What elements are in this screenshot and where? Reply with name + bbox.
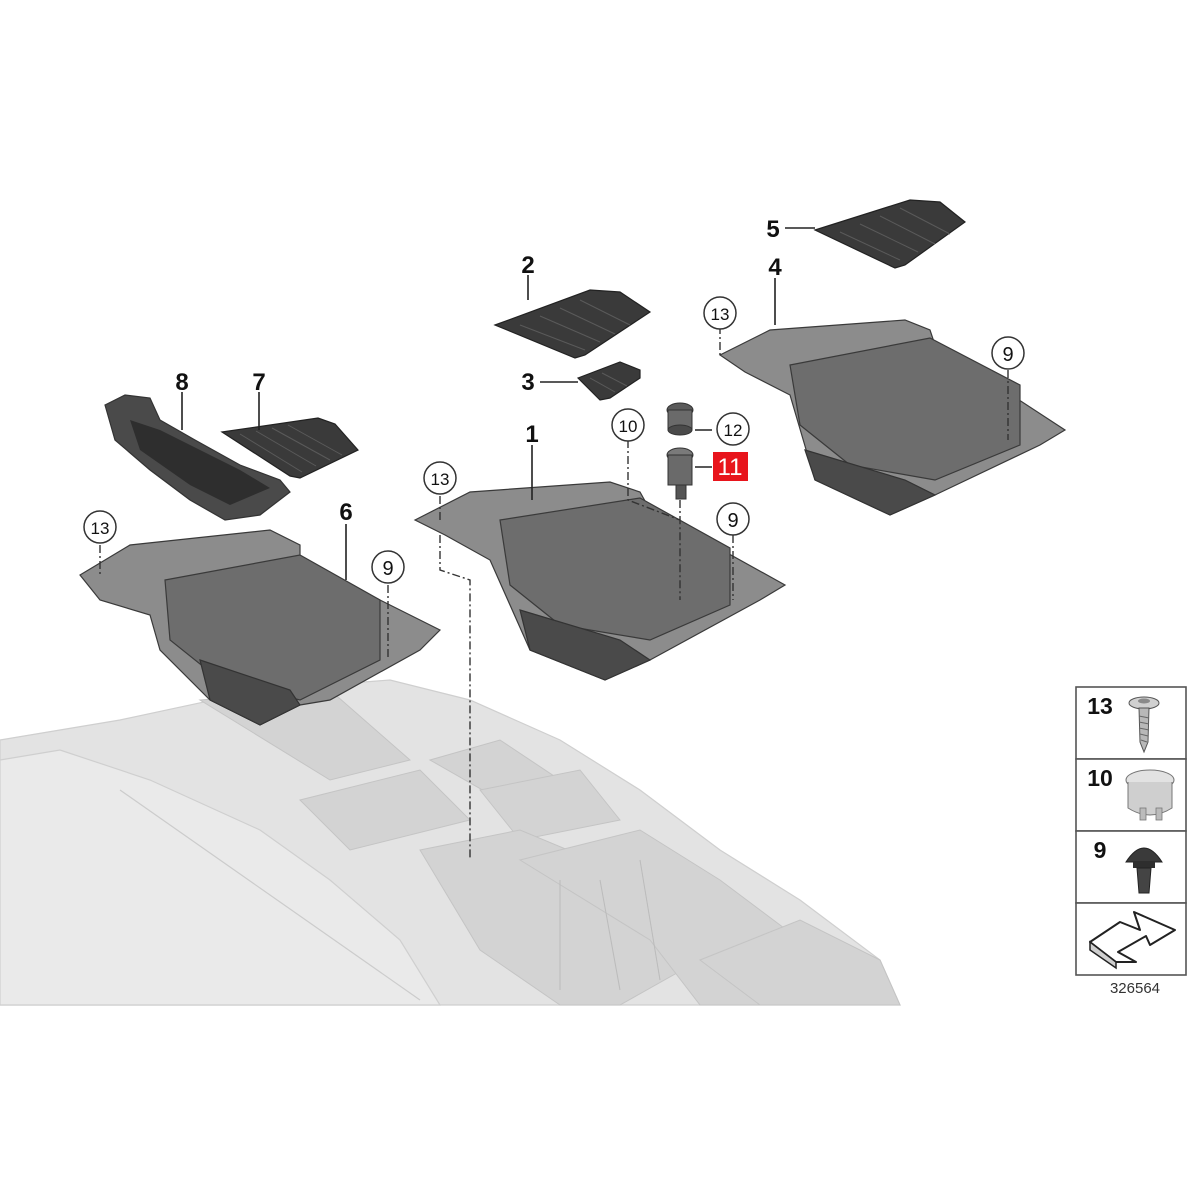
- part-4-tray: [718, 319, 1067, 516]
- isometric-arrow-icon: [1089, 911, 1176, 970]
- svg-text:12: 12: [724, 421, 743, 440]
- legend-label-10: 10: [1087, 765, 1113, 791]
- svg-text:9: 9: [1002, 344, 1013, 366]
- callout-9-circle-left: 9: [371, 550, 405, 584]
- svg-text:11: 11: [718, 454, 743, 481]
- highlight-box: [713, 452, 748, 481]
- callout-13-circle-middle: 13: [423, 461, 457, 495]
- cap-icon: [1125, 769, 1175, 821]
- callout-9-circle-right: 9: [991, 336, 1025, 370]
- reference-number: 326564: [1110, 980, 1160, 997]
- part-5-mat: [813, 199, 966, 269]
- callout-2: 2: [521, 252, 534, 279]
- part-7-mat: [220, 417, 359, 479]
- callouts: 1 2 3 4 5 6 7 8 9 9 9 10 12 13: [83, 216, 1025, 584]
- callout-9-circle-middle: 9: [716, 502, 750, 536]
- legend-label-13: 13: [1087, 693, 1113, 719]
- callout-4: 4: [768, 254, 782, 281]
- svg-text:9: 9: [727, 510, 738, 532]
- callout-6: 6: [339, 499, 352, 526]
- callout-8: 8: [175, 369, 188, 396]
- callout-12-circle: 12: [716, 412, 750, 446]
- svg-text:13: 13: [711, 305, 730, 324]
- center-console: [0, 679, 901, 1006]
- callout-7: 7: [252, 369, 265, 396]
- part-12-cap: [666, 402, 694, 436]
- svg-text:10: 10: [619, 417, 638, 436]
- leader-lines: [181, 227, 815, 580]
- fastener-legend: 13 10 9: [1075, 686, 1187, 997]
- screw-icon: [1128, 696, 1160, 754]
- svg-text:13: 13: [91, 519, 110, 538]
- part-1-tray: [413, 481, 787, 681]
- callout-5: 5: [766, 216, 779, 243]
- callout-3: 3: [521, 369, 534, 396]
- legend-label-9: 9: [1094, 837, 1107, 863]
- callout-10-circle: 10: [611, 408, 645, 442]
- callout-13-circle-left: 13: [83, 510, 117, 544]
- legend-cell-13: [1075, 686, 1187, 760]
- part-11-socket: [666, 447, 694, 500]
- callout-1: 1: [525, 421, 538, 448]
- expansion-clip-icon: [1125, 847, 1163, 894]
- svg-text:13: 13: [431, 470, 450, 489]
- legend-cell-9: [1075, 830, 1187, 904]
- svg-text:9: 9: [382, 558, 393, 580]
- part-6-tray: [79, 529, 442, 726]
- callout-13-circle-right: 13: [703, 296, 737, 330]
- callout-11-highlighted: 11: [713, 452, 748, 481]
- part-8-tray: [104, 394, 291, 521]
- part-3-mat: [576, 361, 641, 401]
- assembly-lines: [99, 326, 1009, 860]
- part-2-mat: [493, 289, 652, 359]
